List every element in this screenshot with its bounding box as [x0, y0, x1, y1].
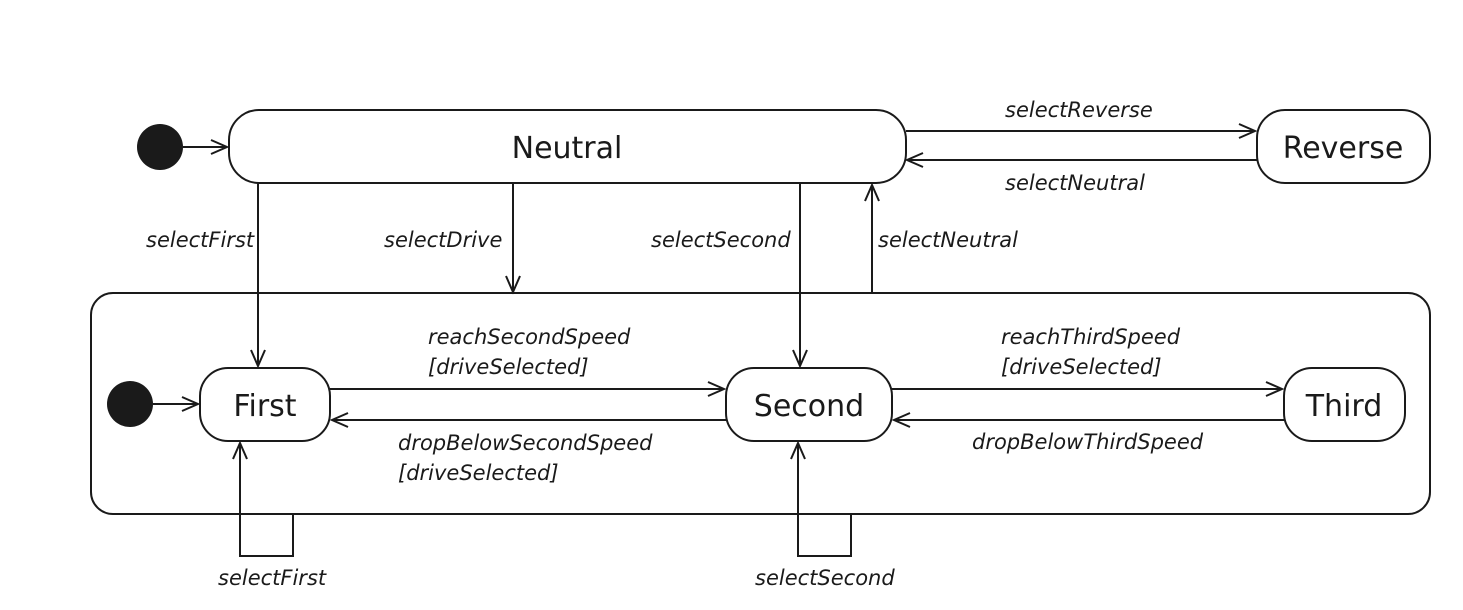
- select-drive-edge: [505, 183, 521, 295]
- reach-third-speed-guard: [driveSelected]: [1001, 355, 1162, 379]
- select-reverse-edge: [906, 123, 1258, 139]
- top-initial-state: [137, 124, 183, 170]
- reach-second-speed-guard: [driveSelected]: [428, 355, 589, 379]
- select-first-label: selectFirst: [146, 228, 255, 252]
- select-first-self-edge: [232, 440, 294, 557]
- select-neutral-from-drive-label: selectNeutral: [878, 228, 1018, 252]
- select-neutral-from-reverse-label: selectNeutral: [1005, 171, 1145, 195]
- select-second-edge: [792, 183, 808, 369]
- state-neutral-label: Neutral: [512, 131, 623, 166]
- initial-to-neutral-edge: [183, 139, 230, 155]
- state-third: Third: [1283, 367, 1406, 442]
- drop-below-second-speed-label: dropBelowSecondSpeed: [398, 431, 653, 455]
- drop-below-third-speed-label: dropBelowThirdSpeed: [972, 430, 1204, 454]
- select-reverse-label: selectReverse: [1005, 98, 1153, 122]
- state-first-label: First: [233, 389, 296, 424]
- select-neutral-from-drive-edge: [864, 182, 880, 293]
- drop-below-second-speed-guard: [driveSelected]: [398, 461, 559, 485]
- reach-third-speed-label: reachThirdSpeed: [1001, 325, 1181, 349]
- select-first-self-label: selectFirst: [218, 566, 327, 590]
- reach-third-speed-edge: [892, 381, 1285, 397]
- drop-below-third-speed-edge: [891, 412, 1284, 428]
- state-second: Second: [725, 367, 893, 442]
- state-reverse: Reverse: [1256, 109, 1431, 184]
- select-second-self-edge: [790, 440, 852, 557]
- reach-second-speed-edge: [330, 381, 727, 397]
- state-neutral: Neutral: [228, 109, 907, 184]
- drop-below-second-speed-edge: [329, 412, 726, 428]
- select-second-self-label: selectSecond: [755, 566, 895, 590]
- state-third-label: Third: [1305, 389, 1383, 424]
- state-first: First: [199, 367, 331, 442]
- drive-initial-state: [107, 381, 153, 427]
- initial-to-first-edge: [153, 396, 201, 412]
- select-neutral-from-reverse-edge: [904, 152, 1257, 168]
- select-first-edge: [250, 183, 266, 369]
- state-reverse-label: Reverse: [1283, 131, 1404, 166]
- state-second-label: Second: [754, 389, 864, 424]
- select-second-label: selectSecond: [651, 228, 791, 252]
- reach-second-speed-label: reachSecondSpeed: [428, 325, 631, 349]
- select-drive-label: selectDrive: [384, 228, 502, 252]
